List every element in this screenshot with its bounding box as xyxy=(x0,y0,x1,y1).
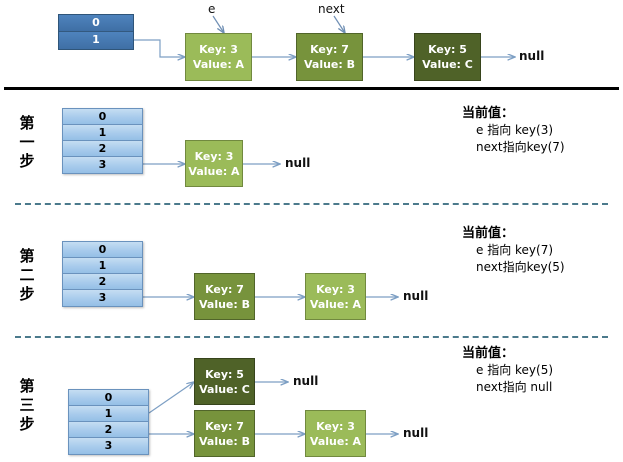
note-line: next指向key(5) xyxy=(476,260,565,274)
bucket-cell[interactable]: 2 xyxy=(63,141,142,157)
entry-node-key7[interactable]: Key: 7 Value: B xyxy=(194,410,255,457)
pointer-label-e: e xyxy=(208,2,216,16)
step-label-3: 第 三 步 xyxy=(18,377,36,434)
entry-node-key5[interactable]: Key: 5 Value: C xyxy=(414,33,481,81)
entry-node-key5[interactable]: Key: 5 Value: C xyxy=(194,358,255,405)
step-label-char: 步 xyxy=(19,415,35,433)
entry-node-key7[interactable]: Key: 7 Value: B xyxy=(194,273,255,320)
note-line: e 指向 key(7) xyxy=(476,243,554,257)
step-label-char: 三 xyxy=(19,396,35,414)
bucket-cell[interactable]: 2 xyxy=(69,422,148,438)
bucket-cell[interactable]: 0 xyxy=(63,109,142,125)
entry-key: Key: 3 xyxy=(194,149,234,163)
note-line: e 指向 key(5) xyxy=(476,363,554,377)
bucket-cell[interactable]: 0 xyxy=(59,15,133,32)
bucket-cell[interactable]: 1 xyxy=(69,406,148,422)
entry-value: Value: C xyxy=(199,382,250,396)
current-value-note-step1: 当前值： e 指向 key(3) next指向key(7) xyxy=(462,105,565,156)
entry-key: Key: 3 xyxy=(316,282,355,296)
entry-value: Value: C xyxy=(422,58,473,71)
entry-value: Value: A xyxy=(192,58,245,71)
bucket-cell[interactable]: 0 xyxy=(63,242,142,258)
null-terminator: null xyxy=(403,426,429,440)
step-label-char: 步 xyxy=(19,285,35,303)
entry-value: Value: A xyxy=(309,434,362,448)
note-title: 当前值： xyxy=(462,346,515,361)
note-title: 当前值： xyxy=(462,106,515,121)
entry-node-key7[interactable]: Key: 7 Value: B xyxy=(296,33,363,81)
bucket-array-top: 0 1 xyxy=(58,14,134,50)
note-title: 当前值： xyxy=(462,226,515,241)
entry-value: Value: B xyxy=(303,58,355,71)
current-value-note-step3: 当前值： e 指向 key(5) next指向 null xyxy=(462,345,553,396)
bucket-cell[interactable]: 1 xyxy=(59,32,133,49)
null-terminator: null xyxy=(519,49,545,63)
bucket-cell[interactable]: 1 xyxy=(63,258,142,274)
step-label-1: 第 一 步 xyxy=(18,114,36,171)
entry-node-key3[interactable]: Key: 3 Value: A xyxy=(305,410,366,457)
entry-key: Key: 7 xyxy=(205,419,244,433)
section-separator-solid xyxy=(4,87,619,90)
pointer-label-next: next xyxy=(318,2,345,16)
bucket-array-step1: 0 1 2 3 xyxy=(62,108,143,174)
null-terminator: null xyxy=(285,156,311,170)
entry-key: Key: 7 xyxy=(310,43,349,56)
step-label-char: 一 xyxy=(19,133,35,151)
bucket-cell[interactable]: 3 xyxy=(69,438,148,454)
current-value-note-step2: 当前值： e 指向 key(7) next指向key(5) xyxy=(462,225,565,276)
step-label-char: 步 xyxy=(19,152,35,170)
bucket-cell[interactable]: 2 xyxy=(63,274,142,290)
bucket-array-step2: 0 1 2 3 xyxy=(62,241,143,307)
entry-node-key3[interactable]: Key: 3 Value: A xyxy=(185,140,243,187)
entry-key: Key: 7 xyxy=(205,282,244,296)
entry-key: Key: 3 xyxy=(199,43,238,56)
step-label-char: 第 xyxy=(19,114,35,132)
entry-node-key3[interactable]: Key: 3 Value: A xyxy=(185,33,252,81)
entry-value: Value: B xyxy=(198,297,250,311)
bucket-cell[interactable]: 1 xyxy=(63,125,142,141)
section-separator-dashed xyxy=(15,336,608,338)
note-line: next指向 null xyxy=(476,380,553,394)
note-line: e 指向 key(3) xyxy=(476,123,554,137)
bucket-cell[interactable]: 0 xyxy=(69,390,148,406)
step-label-2: 第 二 步 xyxy=(18,247,36,304)
entry-value: Value: A xyxy=(188,164,240,178)
step-label-char: 第 xyxy=(19,377,35,395)
entry-key: Key: 5 xyxy=(205,367,244,381)
section-separator-dashed xyxy=(15,203,608,205)
step-label-char: 第 xyxy=(19,247,35,265)
step-label-char: 二 xyxy=(19,266,35,284)
bucket-array-step3: 0 1 2 3 xyxy=(68,389,149,455)
entry-key: Key: 5 xyxy=(428,43,467,56)
note-line: next指向key(7) xyxy=(476,140,565,154)
entry-key: Key: 3 xyxy=(316,419,355,433)
entry-node-key3[interactable]: Key: 3 Value: A xyxy=(305,273,366,320)
entry-value: Value: A xyxy=(309,297,362,311)
null-terminator: null xyxy=(293,374,319,388)
bucket-cell[interactable]: 3 xyxy=(63,290,142,306)
null-terminator: null xyxy=(403,289,429,303)
entry-value: Value: B xyxy=(198,434,250,448)
bucket-cell[interactable]: 3 xyxy=(63,157,142,173)
